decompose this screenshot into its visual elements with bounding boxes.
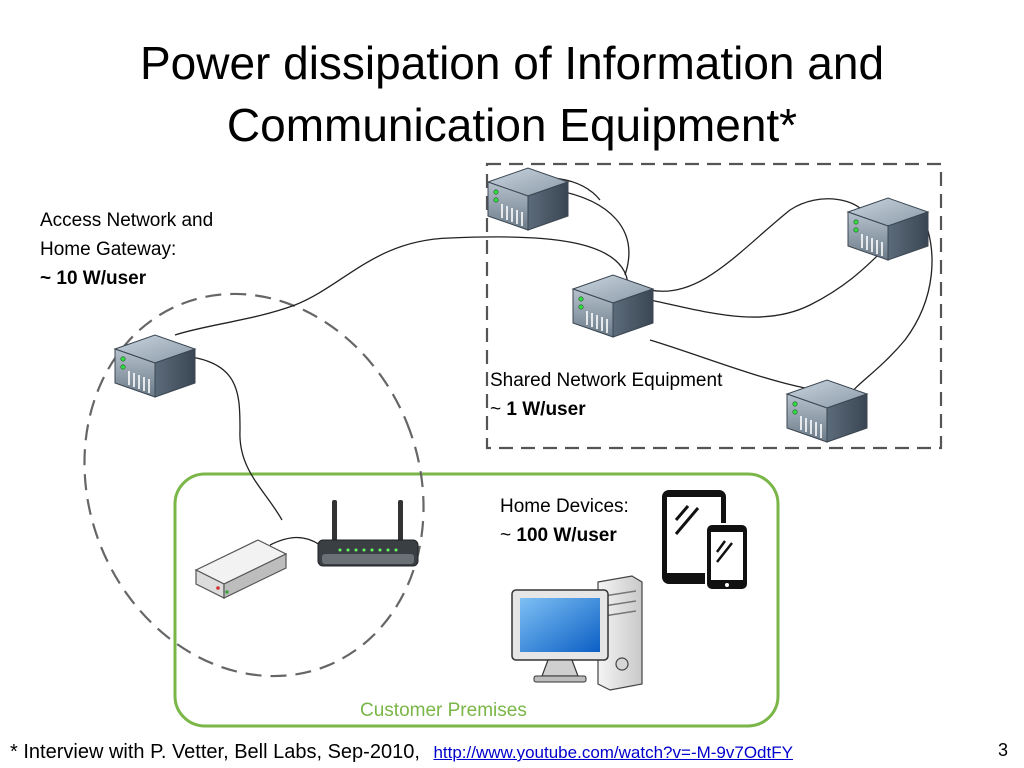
- footnote-link[interactable]: http://www.youtube.com/watch?v=-M-9v7Odt…: [433, 743, 793, 762]
- slide-title: Power dissipation of Information and Com…: [40, 32, 984, 156]
- server-icon: [847, 197, 929, 261]
- home-line-1: Home Devices:: [500, 496, 629, 517]
- access-network-boundary: [83, 292, 425, 678]
- page-number: 3: [998, 740, 1009, 760]
- title-line-1: Power dissipation of Information and: [139, 37, 885, 89]
- home-tilde: ~: [500, 525, 512, 546]
- server-icon: [786, 379, 868, 443]
- home-value: 100 W/user: [516, 525, 617, 546]
- desktop-computer-icon: [511, 575, 643, 691]
- server-icon: [572, 274, 654, 338]
- footnote-star: *: [10, 741, 18, 763]
- access-value: ~ 10 W/user: [40, 268, 147, 289]
- customer-premises-boundary: [173, 472, 780, 728]
- footnote: * Interview with P. Vetter, Bell Labs, S…: [10, 738, 793, 767]
- modem-icon: [194, 539, 288, 599]
- title-line-2: Communication Equipment*: [226, 99, 798, 151]
- shared-tilde: ~: [490, 399, 502, 420]
- router-icon: [317, 500, 419, 567]
- shared-line-1: Shared Network Equipment: [490, 370, 723, 391]
- customer-premises-label: Customer Premises: [360, 700, 527, 721]
- shared-network-label: Shared Network Equipment ~ 1 W/user: [490, 366, 722, 424]
- access-line-1: Access Network and: [40, 210, 214, 231]
- footnote-text: Interview with P. Vetter, Bell Labs, Sep…: [17, 741, 420, 763]
- server-icon: [487, 167, 569, 231]
- smartphone-icon: [705, 523, 749, 591]
- access-network-label: Access Network and Home Gateway: ~ 10 W/…: [40, 206, 213, 293]
- shared-network-boundary: [485, 162, 943, 450]
- home-devices-label: Home Devices: ~ 100 W/user: [500, 492, 629, 550]
- access-line-2: Home Gateway:: [40, 239, 177, 260]
- shared-value: 1 W/user: [506, 399, 586, 420]
- server-icon: [114, 334, 196, 398]
- network-cables: [162, 176, 933, 546]
